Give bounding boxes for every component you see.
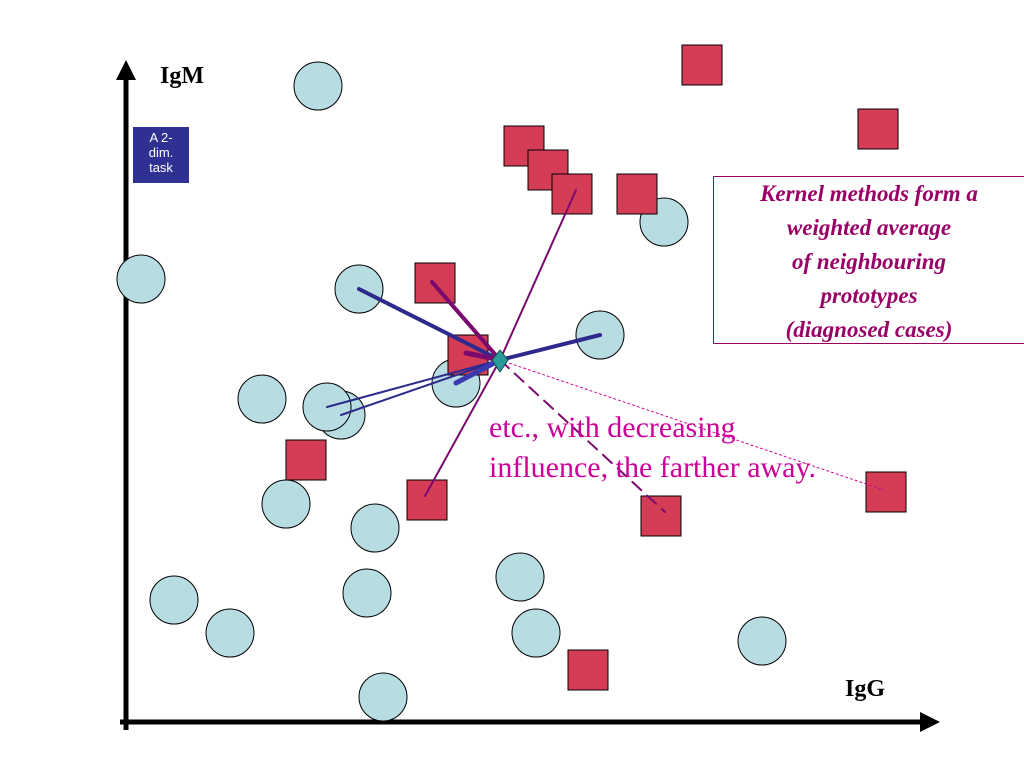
circle-prototype <box>205 608 255 658</box>
circle-prototype <box>149 575 199 625</box>
circle-prototype <box>511 608 561 658</box>
navy-line <box>340 359 501 416</box>
square-prototype <box>616 173 658 215</box>
circle-prototype <box>237 374 287 424</box>
x-axis-arrow <box>920 712 940 732</box>
circle-prototype <box>737 616 787 666</box>
navy-line <box>498 333 602 362</box>
navy-line <box>453 357 503 386</box>
square-prototypes <box>285 44 907 691</box>
navy-line <box>357 287 502 362</box>
kernel-note-box: Kernel methods form a weighted average o… <box>713 176 1024 344</box>
circle-prototype <box>358 672 408 722</box>
purple-line <box>499 189 577 361</box>
task-badge: A 2- dim. task <box>133 127 189 183</box>
square-prototype <box>681 44 723 86</box>
circle-prototype <box>342 568 392 618</box>
y-axis-arrow <box>116 60 136 80</box>
purple-line <box>424 359 501 497</box>
influence-note: etc., with decreasing influence, the far… <box>489 411 817 484</box>
query-point <box>491 349 509 373</box>
y-axis-label: IgM <box>160 63 204 89</box>
square-prototype <box>865 471 907 513</box>
circle-prototype <box>350 503 400 553</box>
circle-prototype <box>293 61 343 111</box>
circle-prototypes <box>116 61 787 722</box>
circle-prototype <box>495 552 545 602</box>
square-prototype <box>640 495 682 537</box>
square-prototype <box>857 108 899 150</box>
square-prototype <box>285 439 327 481</box>
influence-lines <box>326 189 885 513</box>
purple-line <box>430 280 502 362</box>
square-prototype <box>567 649 609 691</box>
navy-line <box>326 359 501 408</box>
square-prototype <box>551 173 593 215</box>
square-prototype <box>406 479 448 521</box>
axes <box>116 60 940 732</box>
x-axis-label: IgG <box>845 676 886 702</box>
dashed-line <box>499 359 666 513</box>
circle-prototype <box>261 479 311 529</box>
circle-prototype <box>116 254 166 304</box>
